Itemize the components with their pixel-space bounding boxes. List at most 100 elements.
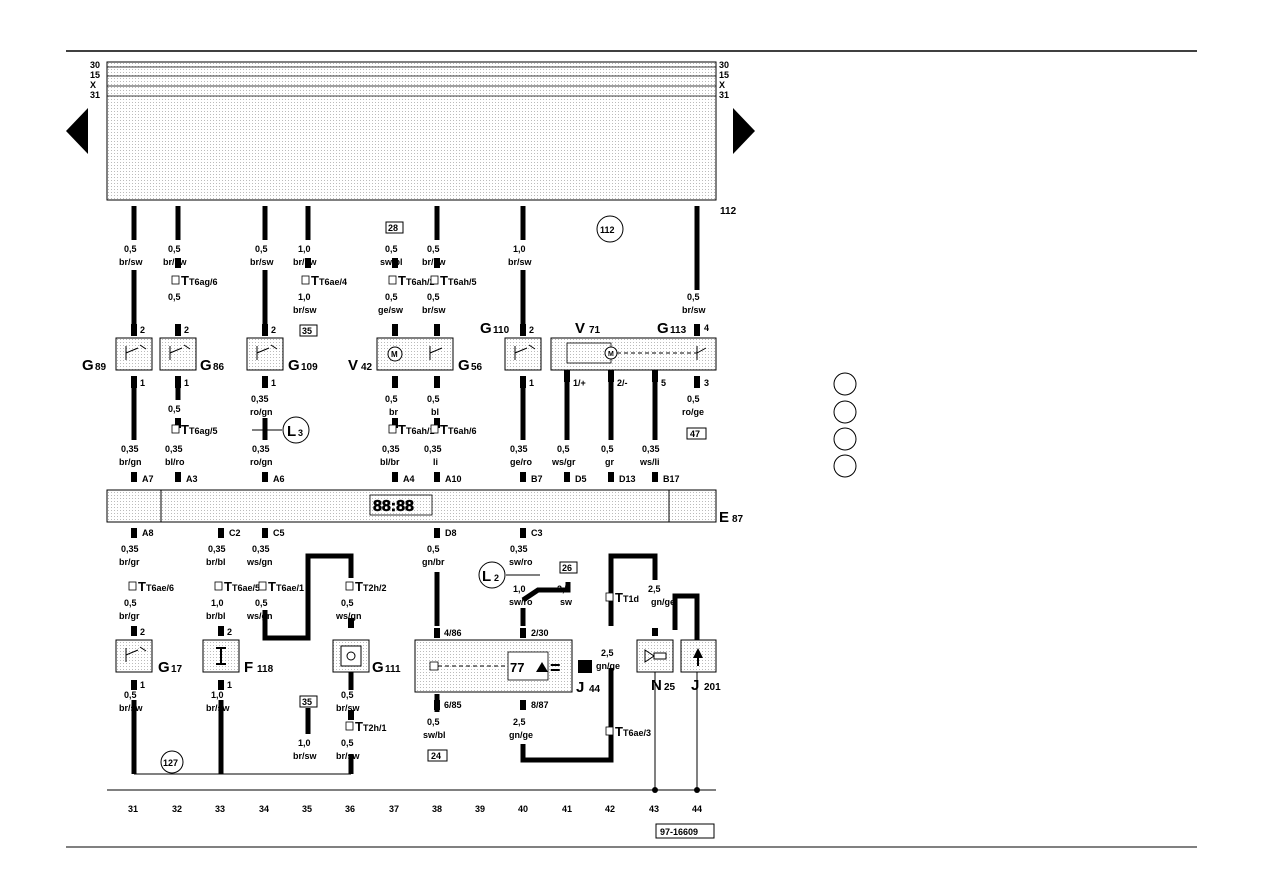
svg-text:110: 110 (493, 325, 510, 336)
svg-text:0,35: 0,35 (252, 444, 270, 454)
svg-text:br: br (389, 407, 398, 417)
svg-text:0,5: 0,5 (124, 690, 137, 700)
svg-text:17: 17 (171, 664, 183, 675)
svg-text:0,5: 0,5 (341, 598, 354, 608)
svg-text:br/sw: br/sw (336, 703, 361, 713)
rail-30-left: 30 (90, 60, 100, 70)
svg-text:0,5: 0,5 (601, 444, 614, 454)
rail-lines (107, 66, 716, 97)
svg-text:34: 34 (259, 804, 269, 814)
next-page-arrow-icon[interactable] (733, 108, 755, 154)
svg-text:br/gn: br/gn (119, 457, 142, 467)
svg-text:J: J (576, 679, 584, 696)
svg-text:35: 35 (302, 804, 312, 814)
svg-text:T6ag/5: T6ag/5 (189, 426, 218, 436)
svg-text:2: 2 (140, 627, 145, 637)
coil-l2: L 2 (478, 561, 540, 589)
svg-text:sw: sw (560, 597, 573, 607)
e87-bottom-pins: A8 C2 C5 D8 C3 (142, 528, 543, 538)
svg-text:1: 1 (184, 378, 189, 388)
svg-text:gn/br: gn/br (422, 557, 445, 567)
junction-44 (694, 787, 700, 793)
svg-text:0,5: 0,5 (385, 292, 398, 302)
svg-text:gn/ge: gn/ge (596, 661, 620, 671)
svg-text:0,35: 0,35 (208, 544, 226, 554)
svg-text:V: V (348, 357, 358, 374)
svg-text:C2: C2 (229, 528, 241, 538)
svg-text:br/sw: br/sw (682, 305, 707, 315)
svg-text:1: 1 (227, 680, 232, 690)
svg-text:2: 2 (494, 573, 499, 583)
control-unit-e87: 88:88 E 87 (106, 489, 744, 526)
svg-text:0,5: 0,5 (687, 292, 700, 302)
svg-text:42: 42 (361, 362, 373, 373)
svg-text:0,5: 0,5 (255, 598, 268, 608)
svg-text:A4: A4 (403, 474, 415, 484)
e87-top-pins: A7 A3 A6 A4 A10 B7 D5 D13 B17 (142, 474, 680, 484)
svg-text:2: 2 (184, 325, 189, 335)
svg-text:42: 42 (605, 804, 615, 814)
svg-text:bl/br: bl/br (380, 457, 400, 467)
ref-box-47 (686, 427, 707, 440)
svg-text:T: T (440, 422, 448, 437)
svg-text:T: T (355, 579, 363, 594)
svg-text:A6: A6 (273, 474, 285, 484)
svg-text:T1d: T1d (623, 594, 639, 604)
svg-text:2: 2 (271, 325, 276, 335)
svg-text:1,0: 1,0 (211, 690, 224, 700)
relay-j44: 77 = 4/86 6/85 2/30 8/87 J 44 (414, 628, 601, 710)
svg-text:C3: C3 (531, 528, 543, 538)
svg-text:0,5: 0,5 (687, 394, 700, 404)
svg-text:39: 39 (475, 804, 485, 814)
pin-ticks-upper (131, 258, 700, 482)
svg-text:2,5: 2,5 (557, 584, 570, 594)
svg-text:0,35: 0,35 (252, 544, 270, 554)
svg-text:37: 37 (389, 804, 399, 814)
ref-box-35-upper (299, 324, 318, 337)
svg-text:br/sw: br/sw (293, 305, 318, 315)
svg-text:41: 41 (562, 804, 572, 814)
svg-text:2: 2 (227, 627, 232, 637)
svg-text:T6ae/1: T6ae/1 (276, 583, 304, 593)
svg-text:T: T (398, 273, 406, 288)
svg-text:bl: bl (431, 407, 439, 417)
svg-text:0,35: 0,35 (510, 444, 528, 454)
svg-text:D8: D8 (445, 528, 457, 538)
ref-box-47-label: 47 (690, 429, 700, 439)
svg-text:0,35: 0,35 (165, 444, 183, 454)
rail-31-right: 31 (719, 90, 729, 100)
svg-text:T: T (615, 724, 623, 739)
svg-text:118: 118 (257, 664, 274, 675)
svg-text:0,5: 0,5 (427, 292, 440, 302)
svg-text:113: 113 (670, 325, 687, 336)
svg-text:0,5: 0,5 (557, 444, 570, 454)
svg-text:T6ae/5: T6ae/5 (232, 583, 260, 593)
svg-text:2/-: 2/- (617, 378, 628, 388)
svg-text:0,5: 0,5 (427, 394, 440, 404)
svg-text:T: T (224, 579, 232, 594)
svg-text:ro/ge: ro/ge (682, 407, 704, 417)
svg-text:T6ae/6: T6ae/6 (146, 583, 174, 593)
svg-text:V: V (575, 320, 585, 337)
svg-text:2: 2 (140, 325, 145, 335)
svg-text:br/sw: br/sw (508, 257, 533, 267)
sensor-g89: 2 1 G 89 (82, 325, 153, 388)
prev-page-arrow-icon[interactable] (66, 108, 88, 154)
lower-wires (131, 553, 700, 774)
svg-text:B7: B7 (531, 474, 543, 484)
svg-text:T: T (440, 273, 448, 288)
svg-text:111: 111 (385, 664, 401, 675)
svg-text:ro/gn: ro/gn (250, 407, 273, 417)
svg-text:T6ag/6: T6ag/6 (189, 277, 218, 287)
svg-text:77: 77 (510, 660, 524, 675)
ref-box-24 (427, 749, 448, 762)
svg-text:A10: A10 (445, 474, 462, 484)
svg-text:2: 2 (529, 325, 534, 335)
junction-43 (652, 787, 658, 793)
